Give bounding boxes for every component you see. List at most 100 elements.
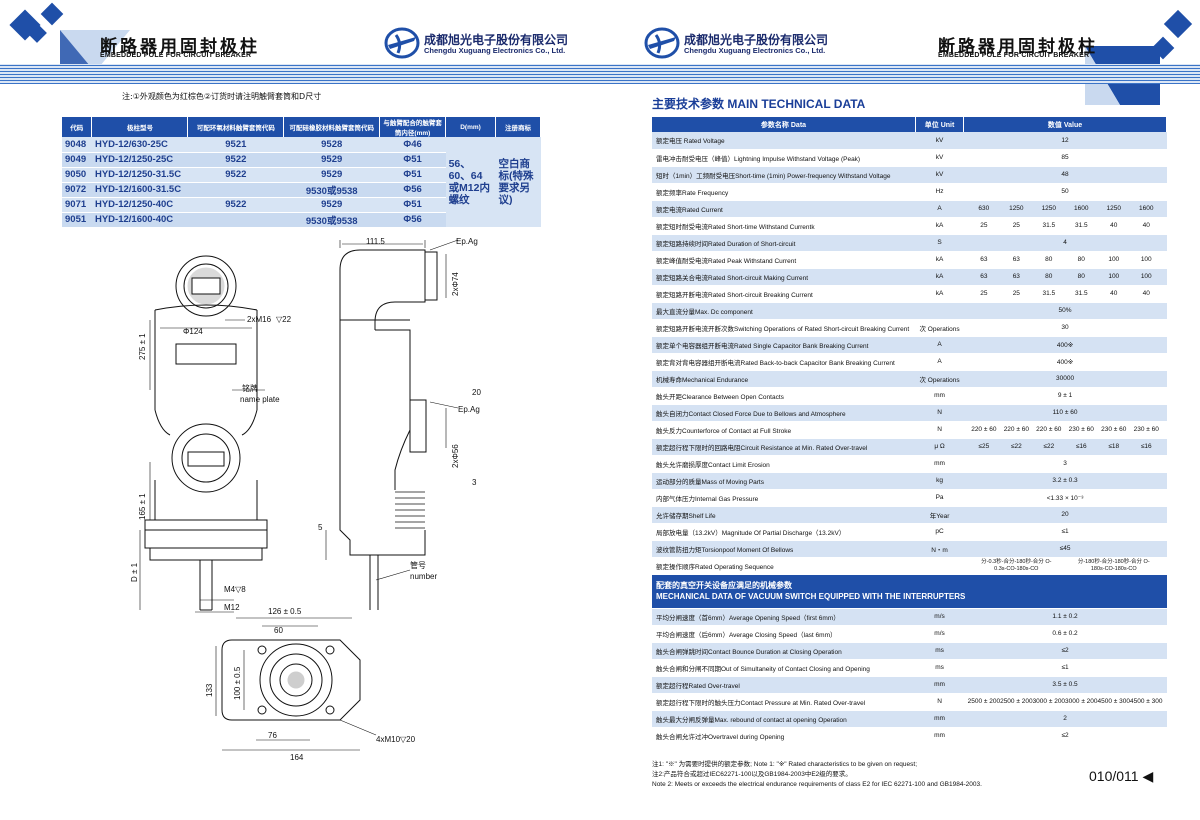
param-name-cell: 雷电冲击耐受电压（峰值）Lightning Impulse Withstand … bbox=[652, 149, 916, 167]
silicone-cell: 9530或9538 bbox=[283, 212, 380, 228]
param-name-cell: 额定超行程下限时的回路电阻Circuit Resistance at Min. … bbox=[652, 438, 916, 456]
value-item: 25 bbox=[980, 222, 988, 229]
dim-m4: M4▽8 bbox=[224, 585, 246, 594]
code-cell: 9048 bbox=[62, 137, 92, 153]
value-cell: 1.1 ± 0.2 bbox=[963, 608, 1167, 626]
param-name-cell: 额定短时耐受电流Rated Short-time Withstand Curre… bbox=[652, 217, 916, 235]
dim-20: 20 bbox=[472, 388, 481, 397]
value-item: 31.5 bbox=[1074, 290, 1088, 297]
value-cell: ≤45 bbox=[963, 540, 1167, 558]
table-row: 9072 HYD-12/1600-31.5C 9530或9538 Φ56 bbox=[62, 182, 541, 198]
value-item: 63 bbox=[980, 256, 988, 263]
param-name-cell: 内部气体压力Internal Gas Pressure bbox=[652, 489, 916, 507]
param-name-cell: 触头允许磨损厚度Contact Limit Erosion bbox=[652, 455, 916, 473]
value-item: 63 bbox=[1012, 256, 1020, 263]
code-cell: 9071 bbox=[62, 197, 92, 213]
value-cell: 30000 bbox=[963, 370, 1167, 388]
value-item: 63 bbox=[980, 273, 988, 280]
value-cell: ≤25≤22≤22≤16≤18≤16 bbox=[963, 438, 1167, 456]
value-cell: 2 bbox=[963, 710, 1167, 728]
code-cell: 9049 bbox=[62, 152, 92, 168]
unit-cell: m/s bbox=[915, 625, 964, 643]
left-company-en: Chengdu Xuguang Electronics Co., Ltd. bbox=[424, 46, 566, 55]
epoxy-cell bbox=[187, 182, 284, 198]
value-cell: 20 bbox=[963, 506, 1167, 524]
unit-cell: 次 Operations bbox=[915, 319, 964, 337]
unit-cell: kg bbox=[915, 472, 964, 490]
value-item: 100 bbox=[1140, 273, 1152, 280]
dim-111: 111.5 bbox=[366, 237, 385, 246]
diameter-cell: Φ51 bbox=[379, 152, 446, 168]
model-cell: HYD-12/1250-25C bbox=[91, 152, 188, 168]
right-title-en: EMBEDDED POLE FOR CIRCUIT BREAKER bbox=[938, 52, 1090, 59]
value-cell: 0.6 ± 0.2 bbox=[963, 625, 1167, 643]
unit-cell: S bbox=[915, 234, 964, 252]
table-row: 额定短路开断电流开断次数Switching Operations of Rate… bbox=[652, 319, 1167, 337]
model-table-header: 极柱型号 bbox=[91, 117, 189, 137]
value-cell: 3.2 ± 0.3 bbox=[963, 472, 1167, 490]
unit-cell: ms bbox=[915, 659, 964, 677]
silicone-cell: 9529 bbox=[283, 197, 380, 213]
value-item: 40 bbox=[1142, 290, 1150, 297]
value-cell: 30 bbox=[963, 319, 1167, 337]
value-item: ≤16 bbox=[1075, 443, 1087, 450]
table-row: 额定短路关合电流Rated Short-circuit Making Curre… bbox=[652, 268, 1167, 286]
param-name-cell: 短时（1min）工频耐受电压Short-time (1min) Power-fr… bbox=[652, 166, 916, 184]
value-item: 31.5 bbox=[1074, 222, 1088, 229]
code-cell: 9051 bbox=[62, 212, 92, 228]
unit-cell: 年Year bbox=[915, 506, 964, 524]
param-name-cell: 平均分闸速度（首6mm）Average Opening Speed（first … bbox=[652, 608, 916, 626]
left-title-cn: 断路器用固封极柱 bbox=[100, 37, 260, 56]
left-header-band bbox=[0, 64, 600, 84]
side-view-drawing bbox=[325, 239, 459, 610]
param-name-cell: 额定超行程下限时的触头压力Contact Pressure at Min. Ra… bbox=[652, 693, 916, 711]
table-row: 触头合闸弹跳时间Contact Bounce Duration at Closi… bbox=[652, 642, 1167, 660]
param-name-cell: 额定超行程Rated Over-travel bbox=[652, 676, 916, 694]
value-cell: ≤2 bbox=[963, 727, 1167, 745]
value-cell: 3.5 ± 0.5 bbox=[963, 676, 1167, 694]
nameplate-cn: 铭牌 bbox=[242, 383, 258, 393]
table-row: 局部放电量（13.2kV）Magnitude Of Partial Discha… bbox=[652, 523, 1167, 541]
value-cell: ≤1 bbox=[963, 523, 1167, 541]
table-row: 9050 HYD-12/1250-31.5C 9522 9529 Φ51 bbox=[62, 167, 541, 183]
param-name-cell: 触头合闸允许过冲Overtravel during Opening bbox=[652, 727, 916, 745]
value-item: ≤18 bbox=[1108, 443, 1120, 450]
param-name-cell: 额定频率Rate Frequency bbox=[652, 183, 916, 201]
company-logo-icon bbox=[644, 27, 680, 59]
epoxy-cell: 9522 bbox=[187, 152, 284, 168]
diameter-cell: Φ56 bbox=[379, 182, 446, 198]
model-cell: HYD-12/1600-31.5C bbox=[91, 182, 188, 198]
model-table-header: 注册商标 bbox=[495, 117, 541, 137]
section-title: 主要技术参数 MAIN TECHNICAL DATA bbox=[652, 97, 866, 111]
page-number: 010/011 ◀ bbox=[1089, 768, 1154, 784]
param-name-cell: 额定短路关合电流Rated Short-circuit Making Curre… bbox=[652, 268, 916, 286]
param-name-cell: 机械寿命Mechanical Endurance bbox=[652, 370, 916, 388]
model-table-header: 与触臂配合的触臂套筒内径(mm) bbox=[379, 117, 447, 137]
silicone-cell: 9529 bbox=[283, 167, 380, 183]
unit-cell: kA bbox=[915, 268, 964, 286]
value-item: 3000 ± 200 bbox=[1065, 698, 1098, 705]
code-cell: 9072 bbox=[62, 182, 92, 198]
table-row: 平均分闸速度（首6mm）Average Opening Speed（first … bbox=[652, 608, 1167, 626]
param-name-cell: 额定电压 Rated Voltage bbox=[652, 132, 916, 150]
unit-cell: kA bbox=[915, 251, 964, 269]
tech-table-header: 单位 Unit bbox=[915, 117, 965, 132]
value-item: 230 ± 60 bbox=[1068, 426, 1094, 433]
param-name-cell: 触头合闸和分闸不同期Out of Simultaneity of Contact… bbox=[652, 659, 916, 677]
dim-133: 133 bbox=[205, 683, 214, 697]
number-cn: 管号 bbox=[410, 560, 426, 570]
silicone-cell: 9529 bbox=[283, 152, 380, 168]
value-item: 220 ± 60 bbox=[971, 426, 997, 433]
left-page: 断路器用固封极柱 EMBEDDED POLE FOR CIRCUIT BREAK… bbox=[0, 2, 600, 762]
